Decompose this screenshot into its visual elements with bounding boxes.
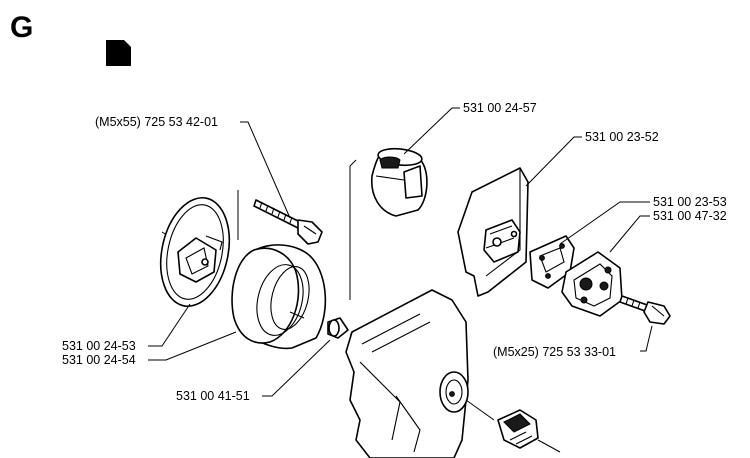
- carb-plate-part: [457, 167, 529, 297]
- screw-m5x55-part: [253, 199, 323, 245]
- gasket-part: [529, 235, 575, 289]
- section-marker-icon: [106, 40, 131, 66]
- cylinder-cover-part: [345, 289, 495, 458]
- section-letter: G: [10, 11, 33, 44]
- flange-part: [561, 251, 623, 317]
- callout-plate: 531 00 23-52: [585, 130, 659, 144]
- filter-cup-part: [371, 147, 428, 217]
- callout-screw-m5x55: (M5x55) 725 53 42-01: [95, 115, 218, 129]
- callout-flange: 531 00 47-32: [653, 209, 727, 223]
- knob-part: [497, 409, 561, 453]
- screw-m5x25-part: [619, 295, 671, 325]
- callout-filter-holder-b: 531 00 24-54: [62, 353, 136, 367]
- callout-filter-holder-a: 531 00 24-53: [62, 339, 136, 353]
- callout-cup: 531 00 24-57: [463, 101, 537, 115]
- air-filter-part: [231, 244, 327, 350]
- callout-gasket: 531 00 23-53: [653, 195, 727, 209]
- callout-screw-m5x25: (M5x25) 725 53 33-01: [493, 345, 616, 359]
- filter-cover-part: [159, 190, 239, 308]
- callout-spacer: 531 00 41-51: [176, 389, 250, 403]
- leader-lines: [148, 107, 653, 397]
